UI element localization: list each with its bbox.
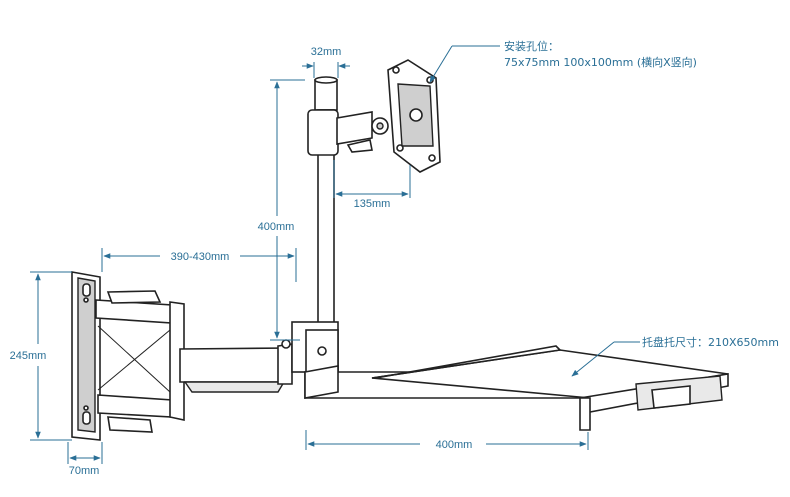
swing-arm: [95, 290, 293, 433]
pole: [291, 76, 339, 373]
vesa-note-spec: 75x75mm 100x100mm (横向X竖向): [504, 55, 697, 69]
tray-length-label: 400mm: [436, 439, 473, 451]
pole-diameter-label: 32mm: [311, 46, 342, 58]
wall-plate: [71, 271, 101, 441]
plate-width-label: 70mm: [69, 465, 100, 477]
vesa-head: [336, 59, 441, 173]
pole-height-label: 400mm: [258, 221, 295, 233]
arm-reach-label: 390-430mm: [171, 251, 230, 263]
keyboard-tray: [304, 345, 729, 431]
vesa-offset-label: 135mm: [354, 198, 391, 210]
tray-note: 托盘托尺寸：210X650mm: [642, 335, 779, 349]
plate-height-label: 245mm: [10, 350, 47, 362]
dimension-lines: [30, 45, 640, 464]
vesa-note-title: 安装孔位：: [504, 39, 559, 53]
